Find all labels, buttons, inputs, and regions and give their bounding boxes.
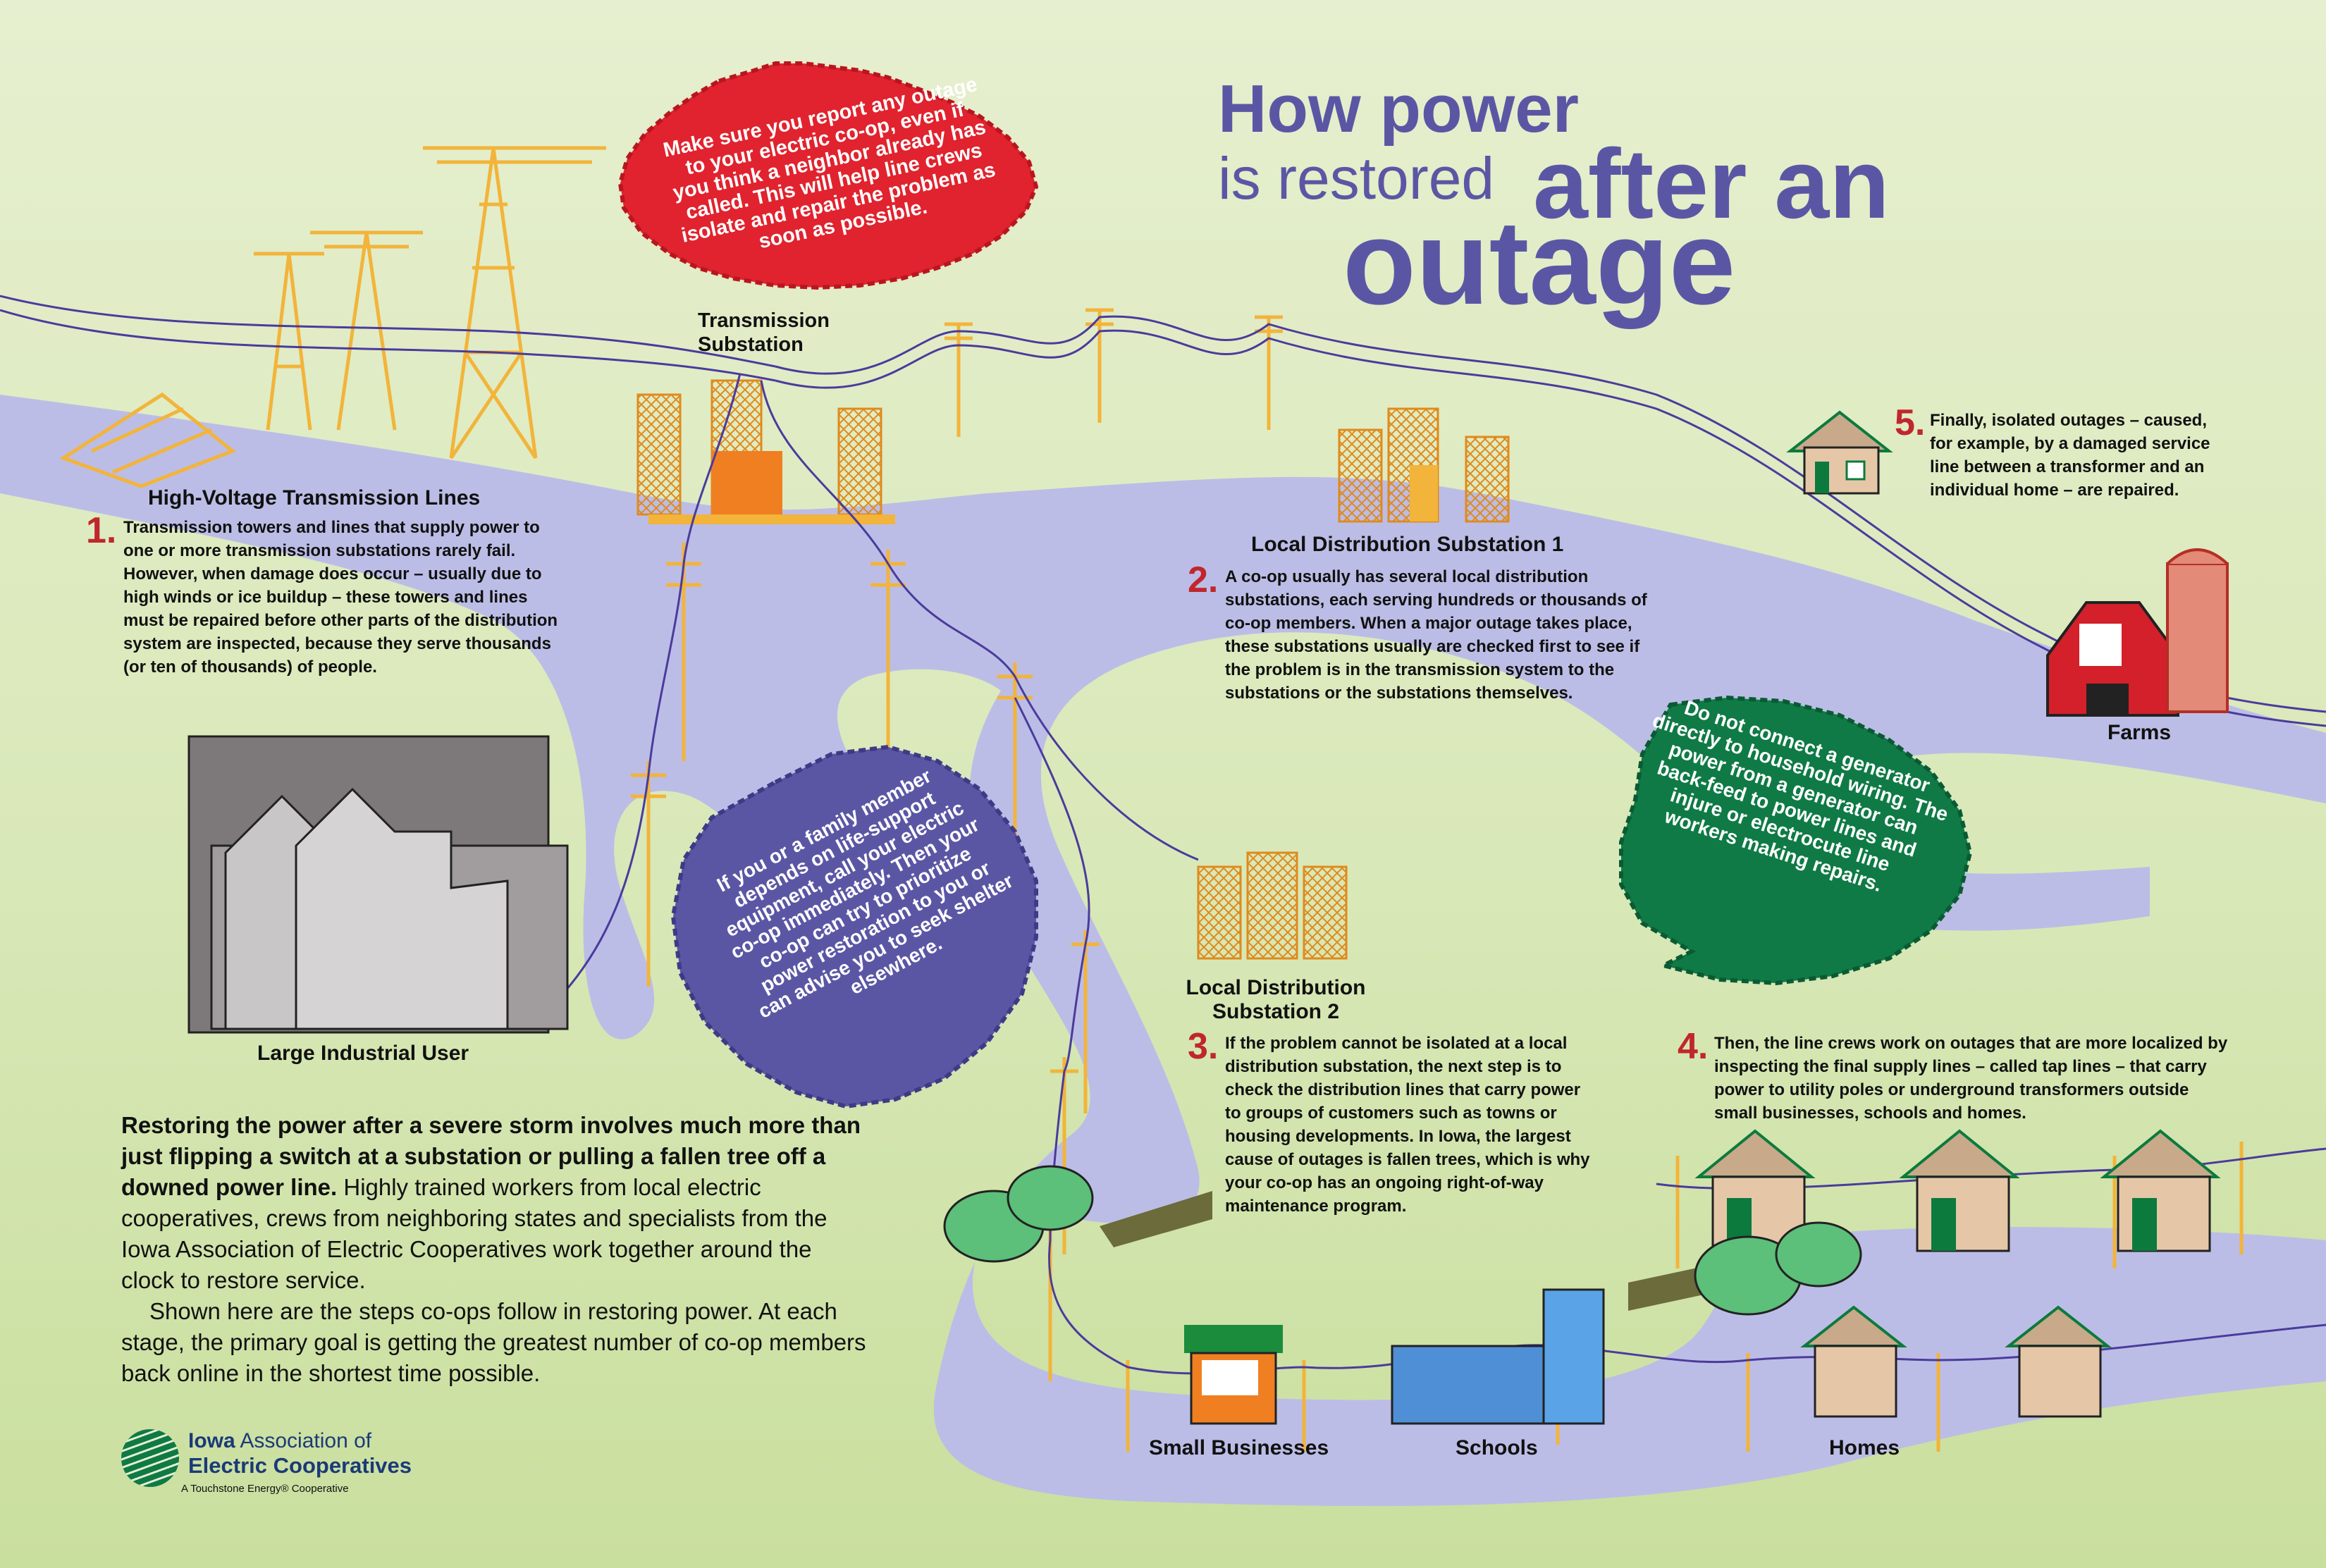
- purple-burst-shape: [670, 744, 1038, 1109]
- isolated-home-art: [1786, 410, 1893, 495]
- label-small-businesses: Small Businesses: [1149, 1436, 1329, 1459]
- local-substation-2-art: [1197, 851, 1348, 960]
- step-1-number: 1.: [86, 510, 117, 551]
- title-line1: How power: [1218, 71, 1580, 147]
- large-industrial-building-art: [187, 735, 569, 1034]
- label-local-sub-1: Local Distribution Substation 1: [1251, 533, 1564, 556]
- logo-tagline: A Touchstone Energy® Cooperative: [181, 1483, 349, 1495]
- step-3-text: If the problem cannot be isolated at a l…: [1225, 1034, 1590, 1216]
- logo-line2: Electric Cooperatives: [188, 1453, 412, 1478]
- label-farms: Farms: [2107, 721, 2172, 744]
- label-hv-lines: High-Voltage Transmission Lines: [148, 486, 481, 510]
- intro-para2: Shown here are the steps co-ops follow i…: [121, 1298, 866, 1386]
- small-business-art: [1184, 1325, 1283, 1425]
- logo-line1a: Iowa: [188, 1429, 235, 1452]
- transmission-substation-art: [636, 379, 895, 524]
- intro-rest: Highly trained workers from local electr…: [121, 1174, 827, 1293]
- step-2-text: A co-op usually has several local distri…: [1225, 567, 1647, 703]
- step-1-text: Transmission towers and lines that suppl…: [123, 518, 558, 677]
- label-schools: Schools: [1456, 1436, 1538, 1459]
- step-3-number: 3.: [1188, 1026, 1219, 1067]
- fallen-trees-art: [943, 1165, 1862, 1316]
- green-burst-shape: [1619, 695, 1973, 986]
- step-5-text: Finally, isolated outages – caused, for …: [1930, 411, 2210, 500]
- farm-barn-art: [2046, 548, 2229, 717]
- high-voltage-towers: [59, 146, 606, 488]
- service-path: [0, 395, 2326, 1507]
- step-4-text: Then, the line crews work on outages tha…: [1714, 1034, 2228, 1123]
- intro-bold: Restoring the power after a severe storm…: [121, 1112, 861, 1200]
- logo-globe-icon: [121, 1429, 179, 1487]
- school-art: [1391, 1288, 1605, 1425]
- title-line2b: after an: [1533, 128, 1890, 239]
- iaec-logo: Iowa Association of Electric Cooperative…: [121, 1424, 488, 1501]
- label-homes: Homes: [1829, 1436, 1900, 1459]
- step-4-number: 4.: [1678, 1026, 1709, 1067]
- label-local-sub-2: Local Distribution Substation 2: [1186, 976, 1366, 1023]
- label-large-industrial: Large Industrial User: [257, 1042, 469, 1065]
- step-2-number: 2.: [1188, 560, 1219, 600]
- title-line3: outage: [1343, 196, 1736, 330]
- intro-text: Restoring the power after a severe storm…: [121, 1110, 868, 1389]
- power-lines: [0, 295, 2326, 1375]
- title-line2a: is restored: [1218, 145, 1495, 211]
- label-transmission-substation: Transmission Substation: [698, 309, 830, 356]
- logo-line1b: Association of: [235, 1429, 372, 1452]
- red-burst-shape: [617, 61, 1039, 290]
- step-5-number: 5.: [1895, 402, 1926, 443]
- local-substation-1-art: [1338, 407, 1510, 523]
